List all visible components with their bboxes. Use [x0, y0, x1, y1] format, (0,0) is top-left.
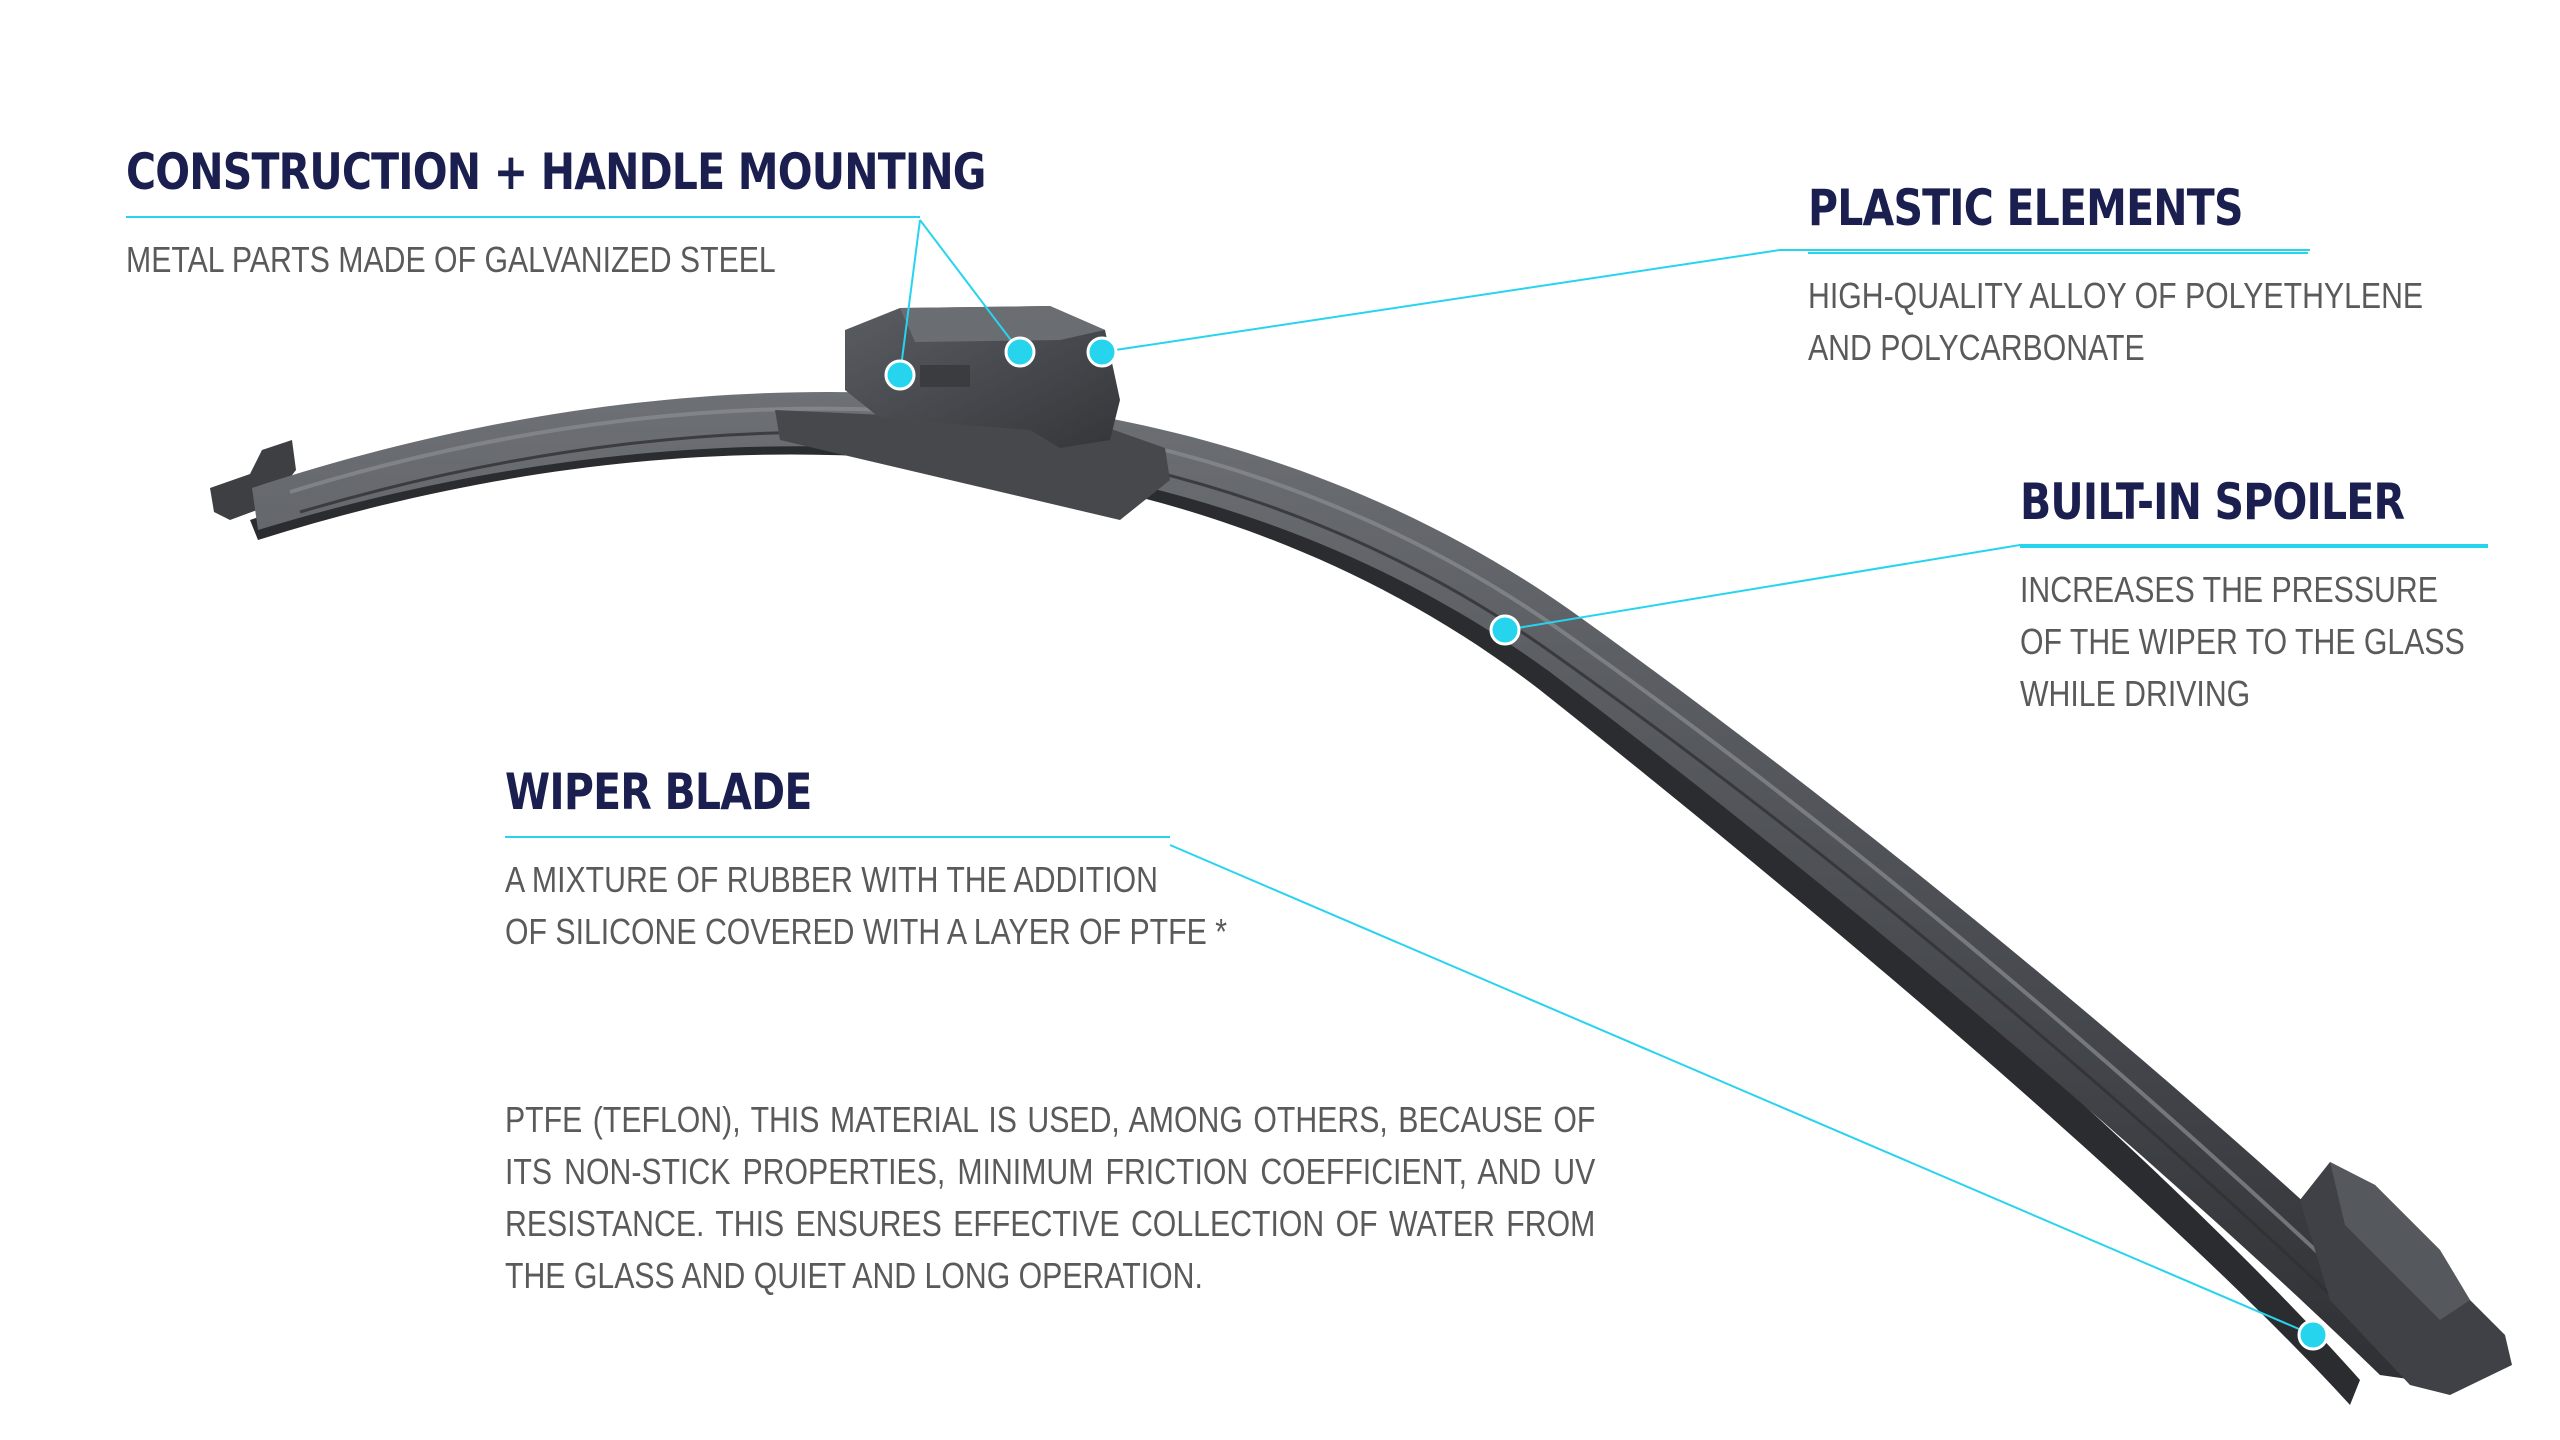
ptfe-footnote: PTFE (TEFLON), THIS MATERIAL IS USED, AM…: [505, 1094, 1595, 1302]
plastic-line-1: HIGH-QUALITY ALLOY OF POLYETHYLENE: [1808, 275, 2424, 316]
construction-desc: METAL PARTS MADE OF GALVANIZED STEEL: [126, 234, 793, 286]
adapter-top-face: [900, 306, 1105, 342]
dot-spoiler: [1489, 614, 1521, 646]
spoiler-rule: [2020, 546, 2488, 548]
leader-construction-a: [899, 219, 921, 376]
blade-line-1: A MIXTURE OF RUBBER WITH THE ADDITION: [505, 859, 1159, 900]
blade-line-2: OF SILICONE COVERED WITH A LAYER OF PTFE…: [505, 911, 1227, 952]
callout-construction: CONSTRUCTION + HANDLE MOUNTING METAL PAR…: [126, 142, 986, 286]
spoiler-desc: INCREASES THE PRESSURE OF THE WIPER TO T…: [2020, 564, 2465, 720]
construction-line-1: METAL PARTS MADE OF GALVANIZED STEEL: [126, 239, 776, 280]
plastic-rule: [1808, 252, 2308, 254]
construction-rule: [126, 216, 920, 218]
adapter-logo-plate: [920, 365, 970, 387]
leader-blade: [1169, 844, 2314, 1336]
spoiler-line-3: WHILE DRIVING: [2020, 673, 2251, 714]
blade-rule: [505, 836, 1170, 838]
leader-lines: [899, 219, 2488, 1336]
right-end-cap-top: [2330, 1162, 2470, 1320]
plastic-desc: HIGH-QUALITY ALLOY OF POLYETHYLENE AND P…: [1808, 270, 2424, 374]
spoiler-ridge: [289, 406, 2392, 1322]
spoiler-line-1: INCREASES THE PRESSURE: [2020, 569, 2438, 610]
callout-dots: [884, 336, 2329, 1351]
leader-construction-b: [919, 219, 1021, 353]
callout-spoiler: BUILT-IN SPOILER INCREASES THE PRESSURE …: [2020, 472, 2488, 720]
dot-construction-a: [884, 359, 916, 391]
adapter-housing: [845, 306, 1120, 448]
leader-spoiler: [1504, 544, 2488, 631]
dot-construction-b: [1004, 336, 1036, 368]
blade-desc: A MIXTURE OF RUBBER WITH THE ADDITION OF…: [505, 854, 1227, 958]
construction-title: CONSTRUCTION + HANDLE MOUNTING: [126, 143, 986, 201]
ptfe-footnote-text: PTFE (TEFLON), THIS MATERIAL IS USED, AM…: [505, 1099, 1596, 1296]
leader-plastic: [1101, 249, 2310, 353]
plastic-line-2: AND POLYCARBONATE: [1808, 327, 2145, 368]
callout-blade: WIPER BLADE A MIXTURE OF RUBBER WITH THE…: [505, 762, 1227, 958]
blade-title: WIPER BLADE: [505, 763, 812, 821]
plastic-title: PLASTIC ELEMENTS: [1808, 179, 2243, 237]
dot-plastic: [1086, 336, 1118, 368]
spoiler-title: BUILT-IN SPOILER: [2020, 473, 2405, 531]
spoiler-line-2: OF THE WIPER TO THE GLASS: [2020, 621, 2465, 662]
dot-blade: [2297, 1319, 2329, 1351]
left-end-cap: [210, 440, 296, 520]
callout-plastic: PLASTIC ELEMENTS HIGH-QUALITY ALLOY OF P…: [1808, 178, 2424, 374]
